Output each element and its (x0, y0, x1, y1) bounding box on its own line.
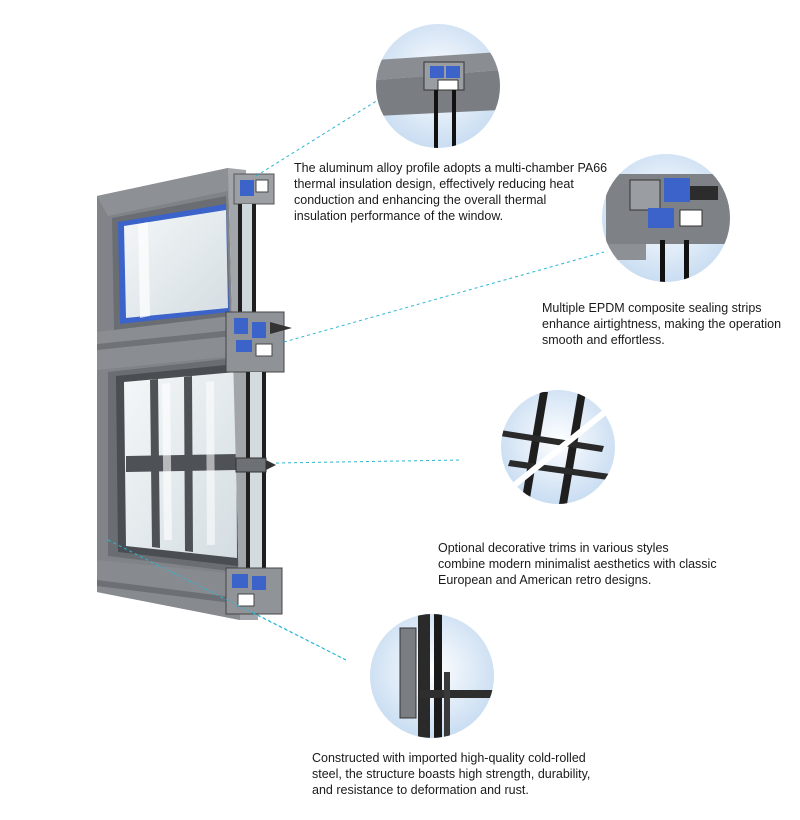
leader-lines (107, 99, 605, 661)
callout-text-thermal-insulation: The aluminum alloy profile adopts a mult… (294, 161, 608, 223)
upper-glass-pane (124, 210, 228, 318)
decorative-grille-icon (501, 390, 615, 504)
profile-cross-section-icon (376, 24, 500, 148)
profile-cross-section (225, 173, 292, 615)
callout-text-decorative-trims: Optional decorative trims in various sty… (438, 541, 717, 587)
callout-text-sealing-strips: Multiple EPDM composite sealing strips e… (542, 301, 782, 347)
leader-line-2 (283, 251, 605, 343)
grille-bar (126, 454, 237, 472)
sealing-strip-detail-icon (602, 154, 730, 282)
meeting-rail (97, 316, 234, 370)
callout-text-steel-structure: Constructed with imported high-quality c… (312, 751, 591, 797)
steel-hinge-icon (370, 614, 494, 738)
leader-line-3 (275, 459, 463, 464)
window-frame (97, 168, 258, 620)
